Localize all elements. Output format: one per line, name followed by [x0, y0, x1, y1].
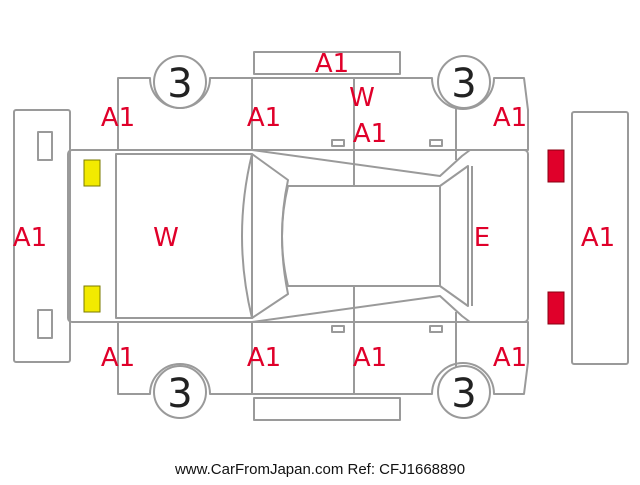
damage-roof-top: A1 [315, 49, 349, 79]
damage-rear-glass: E [474, 223, 490, 253]
front-bumper [13, 109, 71, 363]
left-rear-handle [429, 139, 443, 147]
tire-rear-right [437, 365, 491, 419]
damage-left-front-quarter: A1 [101, 103, 135, 133]
front-lamp-left [83, 159, 101, 187]
roof [281, 185, 441, 287]
right-rear-handle [429, 325, 443, 333]
tire-front-left [153, 55, 207, 109]
front-bumper-tab-bottom [37, 309, 53, 339]
damage-windshield: W [153, 223, 179, 253]
front-bumper-tab-top [37, 131, 53, 161]
right-front-handle [331, 325, 345, 333]
right-side-profile [117, 295, 529, 395]
damage-rear-bumper: A1 [581, 223, 615, 253]
damage-left-front-door: A1 [247, 103, 281, 133]
rear-lamp-right [547, 291, 565, 325]
hood [115, 153, 253, 319]
tires [153, 55, 491, 419]
roof-rail-top [253, 51, 401, 75]
body-top-view [67, 149, 529, 323]
damage-left-rear-door-w: W [349, 83, 375, 113]
rear-bumper [571, 111, 629, 365]
rear-lamp-left [547, 149, 565, 183]
damage-left-rear-door-a1: A1 [353, 119, 387, 149]
tire-mark-rear-left: 3 [451, 61, 476, 107]
tire-mark-front-right: 3 [167, 371, 192, 417]
rear-glass [439, 165, 469, 307]
left-front-handle [331, 139, 345, 147]
tire-rear-left [437, 55, 491, 109]
roof-rail-bottom [253, 397, 401, 421]
tire-front-right [153, 365, 207, 419]
front-lamp-right [83, 285, 101, 313]
damage-right-rear-door: A1 [353, 343, 387, 373]
damage-front-bumper: A1 [13, 223, 47, 253]
footer-credit: www.CarFromJapan.com Ref: CFJ1668890 [174, 461, 465, 478]
damage-right-front-door: A1 [247, 343, 281, 373]
damage-left-rear-quarter: A1 [493, 103, 527, 133]
tire-mark-front-left: 3 [167, 61, 192, 107]
tire-mark-rear-right: 3 [451, 371, 476, 417]
damage-right-front-quarter: A1 [101, 343, 135, 373]
damage-right-rear-quarter: A1 [493, 343, 527, 373]
